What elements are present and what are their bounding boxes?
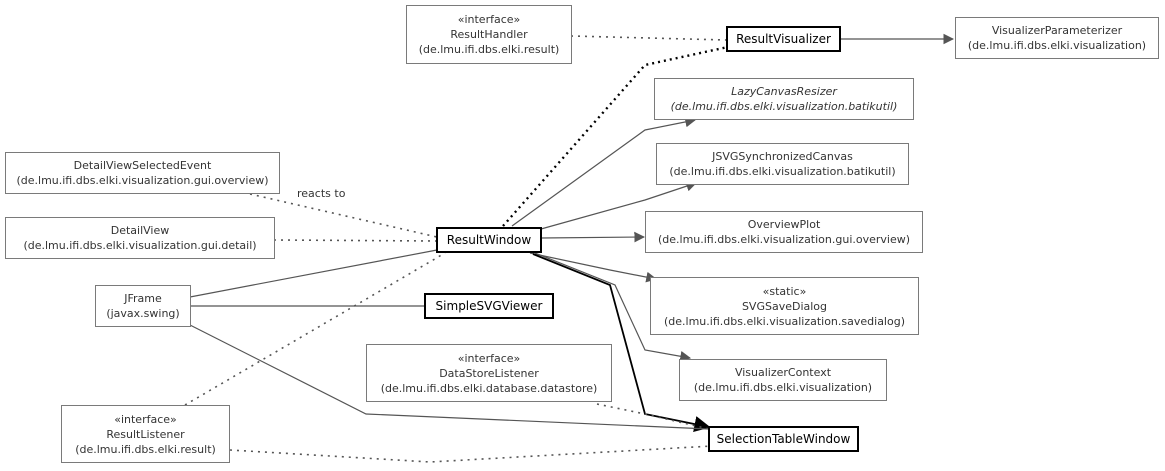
- class-result-window[interactable]: ResultWindow: [436, 227, 542, 253]
- package-name: (de.lmu.ifi.dbs.elki.visualization): [693, 381, 873, 394]
- edge-jframe-selectiontablewindow: [187, 323, 710, 430]
- class-name: DataStoreListener: [439, 366, 539, 380]
- edge-detailview-resultwindow: [273, 239, 438, 242]
- package-name: (de.lmu.ifi.dbs.elki.visualization.saved…: [664, 314, 905, 328]
- package-name: (javax.swing): [106, 307, 180, 320]
- edge-resultwindow-svgsavedialog: [529, 252, 658, 283]
- stereotype-label: «static»: [762, 284, 807, 298]
- class-visualizer-parameterizer[interactable]: VisualizerParameterizer (de.lmu.ifi.dbs.…: [955, 17, 1159, 59]
- edge-resultwindow-selectiontablewindow: [532, 253, 711, 433]
- class-svg-save-dialog[interactable]: «static» SVGSaveDialog (de.lmu.ifi.dbs.e…: [650, 277, 919, 335]
- package-name: (de.lmu.ifi.dbs.elki.visualization): [967, 39, 1147, 52]
- package-name: (de.lmu.ifi.dbs.elki.database.datastore): [380, 381, 598, 395]
- edge-resultlistener-selectiontablewindow: [229, 445, 713, 463]
- stereotype-label: «interface»: [457, 13, 521, 26]
- edge-detailviewselectedevent-resultwindow: [249, 193, 438, 238]
- class-name: SimpleSVGViewer: [435, 298, 543, 313]
- class-result-handler[interactable]: «interface» ResultHandler (de.lmu.ifi.db…: [406, 5, 572, 64]
- class-name: DetailViewSelectedEvent: [73, 159, 212, 172]
- class-name: ResultWindow: [446, 232, 532, 247]
- class-name: VisualizerParameterizer: [991, 24, 1123, 37]
- edge-resulthandler-resultvisualizer: [570, 35, 727, 41]
- class-name: VisualizerContext: [734, 366, 832, 379]
- edge-datastorelistener-selectiontablewindow: [596, 403, 710, 430]
- class-visualizer-context[interactable]: VisualizerContext (de.lmu.ifi.dbs.elki.v…: [679, 359, 887, 401]
- package-name: (de.lmu.ifi.dbs.elki.visualization.batik…: [670, 100, 898, 113]
- edge-jframe-resultwindow: [189, 249, 438, 298]
- class-overview-plot[interactable]: OverviewPlot (de.lmu.ifi.dbs.elki.visual…: [645, 211, 923, 253]
- class-name: SVGSaveDialog: [741, 299, 828, 313]
- class-name: ResultHandler: [450, 28, 528, 41]
- class-data-store-listener[interactable]: «interface» DataStoreListener (de.lmu.if…: [366, 344, 612, 402]
- edge-resultwindow-overviewplot: [540, 231, 646, 243]
- class-lazy-canvas-resizer[interactable]: LazyCanvasResizer (de.lmu.ifi.dbs.elki.v…: [654, 78, 914, 120]
- class-name: DetailView: [110, 224, 170, 237]
- class-name: LazyCanvasResizer: [731, 85, 837, 98]
- class-name: OverviewPlot: [747, 218, 821, 231]
- class-name: JSVGSynchronizedCanvas: [712, 150, 853, 163]
- edge-resultwindow-resultvisualizer: [502, 45, 729, 227]
- class-name: ResultVisualizer: [736, 31, 831, 46]
- package-name: (de.lmu.ifi.dbs.elki.result): [418, 43, 560, 56]
- edge-resultwindow-jsvgsynchronizedcanvas: [540, 180, 698, 230]
- package-name: (de.lmu.ifi.dbs.elki.visualization.gui.d…: [23, 239, 257, 252]
- edge-label-reacts-to: reacts to: [297, 187, 346, 200]
- class-jsvg-synchronized-canvas[interactable]: JSVGSynchronizedCanvas (de.lmu.ifi.dbs.e…: [656, 143, 909, 185]
- class-selection-table-window[interactable]: SelectionTableWindow: [708, 426, 859, 452]
- edge-resultwindow-lazycanvasresizer: [511, 116, 697, 227]
- class-jframe[interactable]: JFrame (javax.swing): [95, 285, 191, 327]
- edge-resultwindow-visualizercontext: [534, 252, 692, 362]
- stereotype-label: «interface»: [457, 351, 521, 365]
- package-name: (de.lmu.ifi.dbs.elki.visualization.gui.o…: [16, 174, 269, 187]
- class-result-visualizer[interactable]: ResultVisualizer: [726, 26, 841, 52]
- edge-resultlistener-resultwindow: [184, 252, 446, 406]
- class-name: JFrame: [124, 292, 162, 305]
- class-detail-view-selected-event[interactable]: DetailViewSelectedEvent (de.lmu.ifi.dbs.…: [5, 152, 280, 194]
- class-result-listener[interactable]: «interface» ResultListener (de.lmu.ifi.d…: [61, 405, 230, 463]
- package-name: (de.lmu.ifi.dbs.elki.result): [75, 442, 216, 456]
- class-name: SelectionTableWindow: [716, 431, 851, 446]
- package-name: (de.lmu.ifi.dbs.elki.visualization.batik…: [669, 165, 896, 178]
- package-name: (de.lmu.ifi.dbs.elki.visualization.gui.o…: [657, 233, 911, 246]
- stereotype-label: «interface»: [114, 412, 177, 426]
- class-name: ResultListener: [106, 427, 185, 441]
- class-detail-view[interactable]: DetailView (de.lmu.ifi.dbs.elki.visualiz…: [5, 217, 275, 259]
- class-simple-svg-viewer[interactable]: SimpleSVGViewer: [424, 293, 554, 319]
